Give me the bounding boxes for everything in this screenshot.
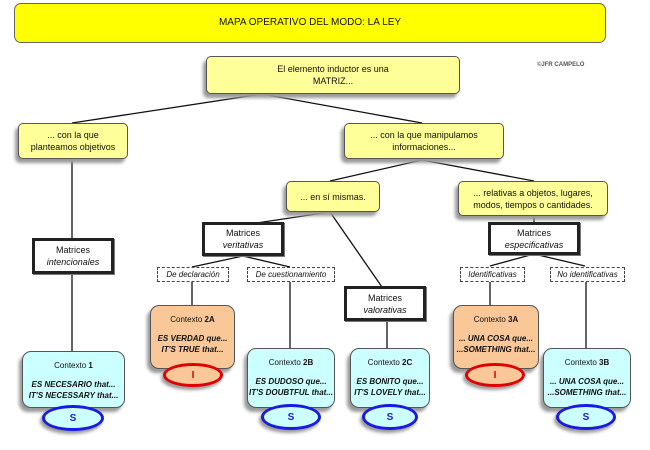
node-relativas-line1: ... relativas a objetos, lugares, xyxy=(473,187,593,198)
mode-letter: S xyxy=(582,411,590,423)
context-example-en: IT'S TRUE that... xyxy=(161,345,224,354)
context-title: Contexto 3B xyxy=(565,357,610,368)
context-example-es: ES DUDOSO que... xyxy=(255,377,327,386)
node-si-mismas: ... en sí mismas. xyxy=(286,181,380,212)
mode-letter: I xyxy=(191,369,195,381)
context-label: Contexto xyxy=(473,315,506,324)
context-example-es: ... UNA COSA que... xyxy=(549,377,625,386)
matrix-type: especificativas xyxy=(504,239,564,250)
mode-badge-subjunctive: S xyxy=(556,404,616,430)
node-objetivos-line2: planteamos objetivos xyxy=(30,142,116,152)
context-2b: Contexto 2B ES DUDOSO que... IT'S DOUBTF… xyxy=(247,348,335,408)
mode-letter: S xyxy=(69,412,77,424)
node-objetivos: ... con la que planteamos objetivos xyxy=(18,123,128,159)
edge-informaciones-relativas xyxy=(421,159,535,182)
node-de-cuestionamiento: De cuestionamiento xyxy=(247,267,335,282)
mode-badge-subjunctive: S xyxy=(261,404,321,430)
context-title: Contexto 2C xyxy=(368,357,413,368)
context-example-es: ES BONITO que... xyxy=(356,377,424,386)
node-informaciones: ... con la que manipulamos informaciones… xyxy=(344,123,504,159)
mode-badge-subjunctive: S xyxy=(42,405,104,431)
context-title: Contexto 2A xyxy=(170,314,215,325)
copyright-notice: ©JFR CAMPELO xyxy=(537,62,585,68)
edge-veritativas-cuestionamiento xyxy=(242,255,291,268)
context-example-es: ES VERDAD que... xyxy=(157,334,228,343)
context-example-en: IT'S LOVELY that... xyxy=(354,388,426,397)
diagram-title-text: MAPA OPERATIVO DEL MODO: LA LEY xyxy=(218,17,402,28)
context-label: Contexto xyxy=(54,361,87,370)
context-number: 3B xyxy=(599,358,610,367)
context-label: Contexto xyxy=(170,315,203,324)
edge-root-objetivos xyxy=(71,93,263,124)
mode-badge-indicative: I xyxy=(465,363,525,387)
matrix-label: Matrices xyxy=(367,292,402,303)
node-root: El elemento inductor es una MATRIZ... xyxy=(206,56,460,94)
matrix-label: Matrices xyxy=(55,245,90,255)
edge-root-informaciones xyxy=(261,93,423,124)
context-example-en: IT'S NECESSARY that... xyxy=(28,391,119,400)
context-title: Contexto 2B xyxy=(269,357,314,368)
context-example-es: ES NECESARIO that... xyxy=(31,380,116,389)
mode-letter: S xyxy=(287,411,295,423)
node-de-declaracion: De declaración xyxy=(157,267,229,282)
edge-si-valorativas xyxy=(329,211,383,288)
category-label: De cuestionamiento xyxy=(255,269,327,279)
edge-especificativas-noident xyxy=(533,253,586,267)
node-relativas: ... relativas a objetos, lugares, modos,… xyxy=(458,181,608,216)
context-title: Contexto 1 xyxy=(54,360,93,371)
context-label: Contexto xyxy=(367,358,400,367)
context-title: Contexto 3A xyxy=(474,314,519,325)
edge-informaciones-si xyxy=(329,159,423,182)
context-example-en: IT'S DOUBTFUL that... xyxy=(249,388,333,397)
node-informaciones-line1: ... con la que manipulamos xyxy=(370,130,478,140)
context-number: 2A xyxy=(204,315,215,324)
category-label: No identificativas xyxy=(557,269,618,279)
edge-especificativas-identificativas xyxy=(489,253,535,267)
node-root-line1: El elemento inductor es una xyxy=(277,64,389,74)
context-3b: Contexto 3B ... UNA COSA que... ...SOMET… xyxy=(543,348,631,408)
context-2c: Contexto 2C ES BONITO que... IT'S LOVELY… xyxy=(350,348,430,408)
context-example-en: ...SOMETHING that... xyxy=(547,388,627,397)
node-matrices-veritativas: Matrices veritativas xyxy=(202,222,284,256)
matrix-type: veritativas xyxy=(222,240,264,250)
mode-badge-subjunctive: S xyxy=(362,404,418,430)
matrix-type: intencionales xyxy=(46,257,100,267)
mode-badge-indicative: I xyxy=(163,363,223,387)
node-matrices-valorativas: Matrices valorativas xyxy=(344,286,426,321)
node-identificativas: Identificativas xyxy=(460,267,525,282)
node-root-line2: MATRIZ... xyxy=(312,76,354,86)
context-number: 3A xyxy=(508,315,519,324)
node-si-mismas-line1: ... en sí mismas. xyxy=(300,191,366,202)
node-matrices-intencionales: Matrices intencionales xyxy=(32,238,114,274)
edge-veritativas-declaracion xyxy=(191,255,244,268)
context-example-en: ...SOMETHING that... xyxy=(456,345,536,354)
node-matrices-especificativas: Matrices especificativas xyxy=(488,222,580,255)
node-relativas-line2: modos, tiempos o cantidades. xyxy=(473,199,593,210)
context-2a: Contexto 2A ES VERDAD que... IT'S TRUE t… xyxy=(150,305,235,369)
context-number: 2B xyxy=(303,358,314,367)
context-example-es: ... UNA COSA que... xyxy=(458,334,534,343)
mode-letter: I xyxy=(493,369,497,381)
category-label: Identificativas xyxy=(468,269,517,279)
node-informaciones-line2: informaciones... xyxy=(392,142,456,152)
diagram-title: MAPA OPERATIVO DEL MODO: LA LEY xyxy=(14,3,606,43)
category-label: De declaración xyxy=(166,269,220,279)
context-number: 1 xyxy=(88,361,93,370)
context-3a: Contexto 3A ... UNA COSA que... ...SOMET… xyxy=(453,305,539,369)
context-label: Contexto xyxy=(564,358,597,367)
mode-letter: S xyxy=(386,411,394,423)
context-1: Contexto 1 ES NECESARIO that... IT'S NEC… xyxy=(22,351,125,408)
node-objetivos-line1: ... con la que xyxy=(47,130,99,140)
matrix-label: Matrices xyxy=(225,228,260,238)
matrix-type: valorativas xyxy=(363,304,407,315)
matrix-label: Matrices xyxy=(516,227,551,238)
context-label: Contexto xyxy=(268,358,301,367)
context-number: 2C xyxy=(402,358,413,367)
node-no-identificativas: No identificativas xyxy=(550,267,625,282)
